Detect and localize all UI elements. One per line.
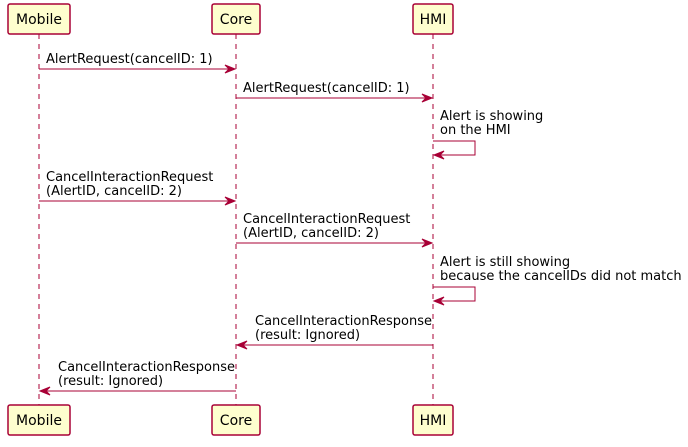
- arrowhead: [432, 296, 445, 306]
- arrowhead: [38, 386, 51, 396]
- participant-mobile-bottom: Mobile: [7, 404, 71, 436]
- participant-hmi-top: HMI: [412, 3, 454, 35]
- participant-core-top: Core: [211, 3, 261, 35]
- arrowhead: [224, 196, 237, 206]
- participant-label: HMI: [420, 12, 447, 28]
- participant-hmi-bottom: HMI: [412, 404, 454, 436]
- arrowhead: [235, 340, 248, 350]
- arrowhead: [432, 150, 445, 160]
- participant-label: Core: [220, 413, 252, 429]
- participant-box: [412, 3, 454, 35]
- participant-box: [211, 3, 261, 35]
- message-label: (result: Ignored): [58, 374, 163, 389]
- arrowhead: [421, 93, 434, 103]
- lifelines: [38, 34, 434, 405]
- participant-box: [7, 3, 71, 35]
- message-label: Alert is showing: [440, 109, 543, 124]
- participant-label: HMI: [420, 413, 447, 429]
- message-label: Alert is still showing: [440, 255, 570, 270]
- participant-core-bottom: Core: [211, 404, 261, 436]
- message-4: CancelInteractionRequest(AlertID, cancel…: [39, 170, 237, 206]
- arrowhead: [421, 238, 434, 248]
- participant-box: [211, 404, 261, 436]
- participant-label: Core: [220, 12, 252, 28]
- message-8: CancelInteractionResponse(result: Ignore…: [38, 360, 236, 396]
- message-label: because the cancelIDs did not match: [440, 269, 682, 284]
- message-label: AlertRequest(cancelID: 1): [243, 81, 410, 96]
- messages: AlertRequest(cancelID: 1) AlertRequest(ca…: [38, 52, 682, 396]
- participant-box: [7, 404, 71, 436]
- participant-box: [412, 404, 454, 436]
- self-message-line: [433, 286, 476, 302]
- arrowhead: [224, 64, 237, 74]
- message-label: CancelInteractionRequest: [46, 170, 213, 185]
- participant-mobile-top: Mobile: [7, 3, 71, 35]
- message-2: AlertRequest(cancelID: 1): [236, 81, 434, 103]
- participant-label: Mobile: [16, 413, 62, 429]
- self-message-line: [433, 140, 476, 156]
- message-label: (result: Ignored): [255, 328, 360, 343]
- message-1: AlertRequest(cancelID: 1): [39, 52, 237, 74]
- message-label: (AlertID, cancelID: 2): [243, 226, 379, 241]
- message-5: CancelInteractionRequest(AlertID, cancel…: [236, 212, 434, 248]
- message-7: CancelInteractionResponse(result: Ignore…: [235, 314, 433, 350]
- message-label: CancelInteractionRequest: [243, 212, 410, 227]
- message-label: on the HMI: [440, 123, 511, 138]
- message-label: CancelInteractionResponse: [255, 314, 432, 329]
- participants-top: Mobile Core HMI: [7, 3, 454, 35]
- participants-bottom: Mobile Core HMI: [7, 404, 454, 436]
- message-label: AlertRequest(cancelID: 1): [46, 52, 213, 67]
- message-label: CancelInteractionResponse: [58, 360, 235, 375]
- message-label: (AlertID, cancelID: 2): [46, 184, 182, 199]
- participant-label: Mobile: [16, 12, 62, 28]
